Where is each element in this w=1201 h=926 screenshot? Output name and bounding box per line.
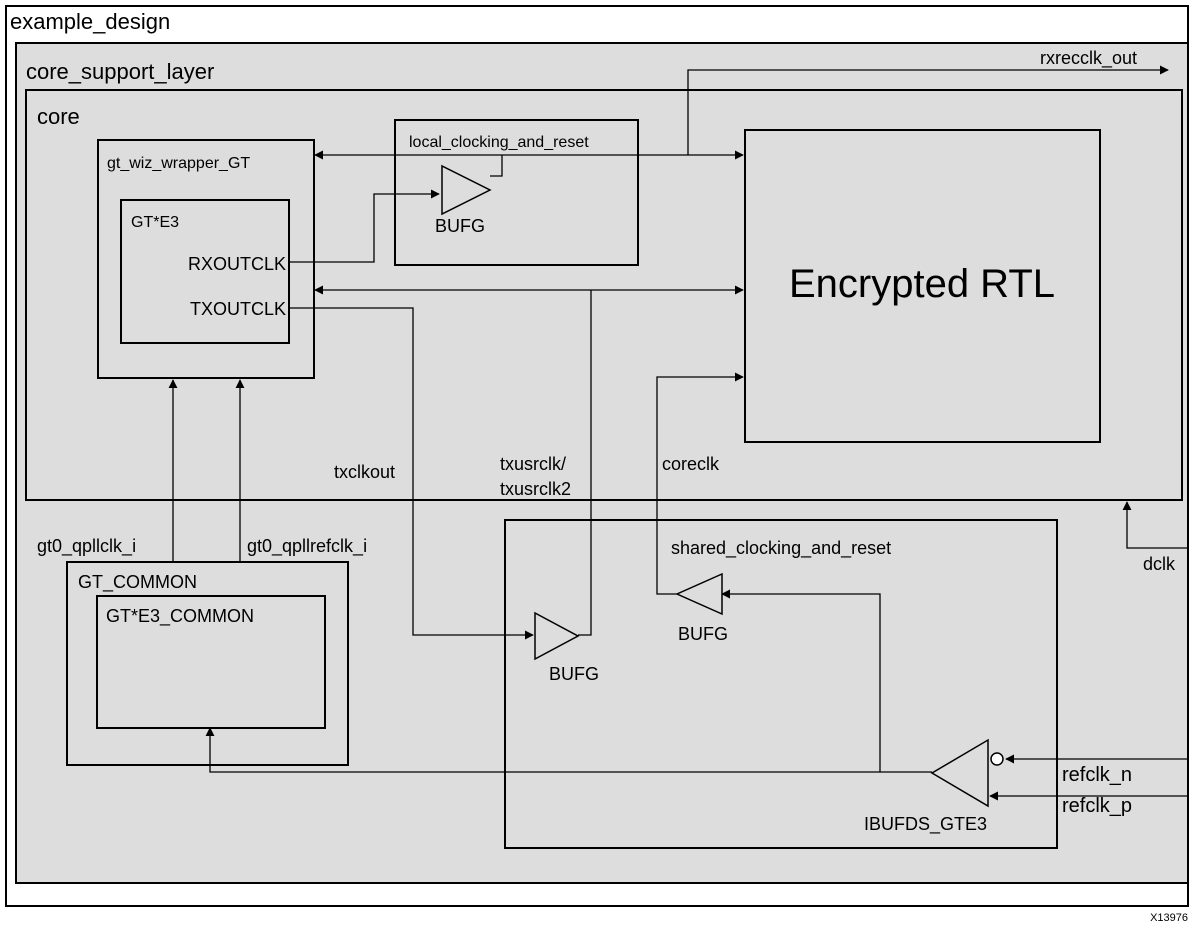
ibufds-gte3-icon bbox=[930, 738, 989, 808]
ibufds-gte3-label: IBUFDS_GTE3 bbox=[864, 814, 987, 835]
refclk-p-label: refclk_p bbox=[1062, 795, 1132, 817]
bufg-local-label: BUFG bbox=[435, 216, 485, 236]
ibufds-inversion-bubble bbox=[990, 752, 1004, 766]
gt-common-title: GT_COMMON bbox=[78, 572, 197, 593]
core-title: core bbox=[37, 104, 80, 129]
bufg-local-output-wire bbox=[490, 155, 503, 177]
figure-id-label: X13976 bbox=[1150, 912, 1188, 924]
example-design-title: example_design bbox=[10, 9, 170, 34]
rxrecclk-out-wire bbox=[687, 65, 1169, 155]
bufg-coreclk-label: BUFG bbox=[678, 624, 728, 644]
txusrclk-bufg-output-wire bbox=[578, 290, 592, 636]
gt-e3-title: GT*E3 bbox=[131, 214, 179, 231]
bufg-coreclk-icon bbox=[675, 572, 723, 616]
shared-clocking-title: shared_clocking_and_reset bbox=[671, 538, 891, 559]
bufg-txusrclk-icon bbox=[534, 611, 580, 661]
encrypted-rtl-label: Encrypted RTL bbox=[789, 262, 1055, 306]
rxrecclk-out-label: rxrecclk_out bbox=[1040, 48, 1137, 69]
gt-e3-common-title: GT*E3_COMMON bbox=[106, 606, 254, 627]
refclk-to-coreclk-bufg-wire bbox=[721, 589, 881, 772]
txoutclk-port-label: TXOUTCLK bbox=[190, 299, 286, 319]
txclkout-label: txclkout bbox=[334, 462, 395, 482]
bufg-local-icon bbox=[441, 164, 492, 216]
core-support-layer-title: core_support_layer bbox=[26, 59, 214, 84]
gt-e3-box bbox=[120, 199, 290, 344]
encrypted-rtl-box bbox=[744, 129, 1101, 443]
txclkout-wire bbox=[289, 307, 534, 640]
txusrclk-label-line2: txusrclk2 bbox=[500, 479, 571, 499]
txusrclk-label-line1: txusrclk/ bbox=[500, 454, 566, 474]
local-clocking-title: local_clocking_and_reset bbox=[409, 134, 589, 151]
rxoutclk-port-label: RXOUTCLK bbox=[188, 254, 286, 274]
gt0-qpllrefclk-label: gt0_qpllrefclk_i bbox=[247, 536, 367, 557]
dclk-label: dclk bbox=[1143, 554, 1176, 574]
bufg-txusrclk-label: BUFG bbox=[549, 664, 599, 684]
shared-clocking-box bbox=[504, 519, 1058, 849]
coreclk-wire bbox=[656, 372, 744, 595]
refclk-to-gt-common-wire bbox=[205, 727, 932, 773]
rxoutclk-wire bbox=[289, 189, 440, 263]
gt0-qpllclk-label: gt0_qpllclk_i bbox=[37, 536, 136, 557]
refclk-n-label: refclk_n bbox=[1062, 764, 1132, 786]
coreclk-label: coreclk bbox=[662, 454, 720, 474]
gt-wiz-wrapper-title: gt_wiz_wrapper_GT bbox=[107, 155, 250, 172]
dclk-wire bbox=[1122, 501, 1188, 549]
